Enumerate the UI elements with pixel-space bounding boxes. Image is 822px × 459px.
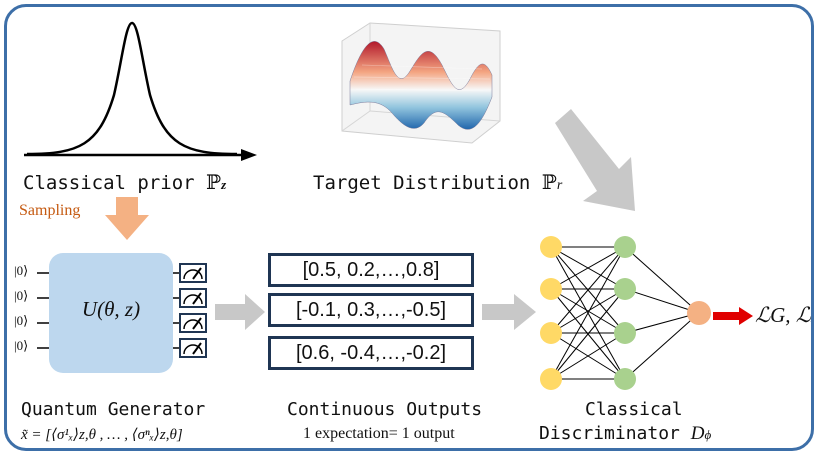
qubit-ket-3: |0⟩: [14, 313, 29, 328]
qubit-ket-1: |0⟩: [14, 263, 29, 278]
input-node: [540, 322, 562, 344]
discriminator-title-line1: Classical: [585, 399, 683, 420]
discriminator-title-line2: Discriminator Dϕ: [539, 423, 712, 444]
hidden-node: [614, 322, 636, 344]
generator-title: Quantum Generator: [21, 399, 206, 420]
measurement-meter-icon: [179, 313, 207, 333]
circuit-label: U(θ, z): [81, 297, 141, 321]
neural-network-icon: [540, 236, 711, 390]
hidden-node: [614, 236, 636, 258]
gaussian-curve-icon: [24, 21, 257, 161]
measurement-meter-icon: [179, 338, 207, 358]
sampling-label: Sampling: [19, 202, 81, 219]
hidden-node: [614, 278, 636, 300]
qubit-ket-2: |0⟩: [14, 288, 29, 303]
loss-arrow: [713, 307, 753, 325]
output-vector-2: [-0.1, 0.3,…,-0.5]: [268, 293, 474, 327]
diagram-frame: Classical prior ℙz Target Distribution ℙ…: [4, 4, 814, 451]
quantum-circuit-box: [49, 253, 173, 373]
generator-to-outputs-arrow: [215, 294, 265, 330]
input-node: [540, 236, 562, 258]
outputs-title: Continuous Outputs: [287, 399, 483, 420]
target-to-discriminator-arrow: [555, 109, 635, 211]
loss-label: ℒG, ℒD: [755, 303, 811, 327]
outputs-subtitle: 1 expectation= 1 output: [303, 425, 455, 442]
measurement-meter-icon: [179, 263, 207, 283]
generator-formula: x̃ = [⟨σ¹ₓ⟩z,θ , … , ⟨σⁿₓ⟩z,θ]: [21, 427, 183, 443]
surface-plot-icon: [341, 22, 501, 144]
output-vector-1: [0.5, 0.2,…,0.8]: [268, 253, 474, 287]
hidden-node: [614, 368, 636, 390]
input-node: [540, 368, 562, 390]
output-vector-3: [0.6, -0.4,…,-0.2]: [268, 336, 474, 370]
sampling-arrow: [105, 197, 149, 240]
qubit-ket-4: |0⟩: [14, 338, 29, 353]
outputs-to-discriminator-arrow: [482, 294, 536, 330]
output-node: [687, 301, 711, 325]
target-label: Target Distribution ℙr: [313, 172, 563, 194]
prior-label: Classical prior ℙz: [23, 172, 227, 194]
input-node: [540, 278, 562, 300]
measurement-meter-icon: [179, 288, 207, 308]
